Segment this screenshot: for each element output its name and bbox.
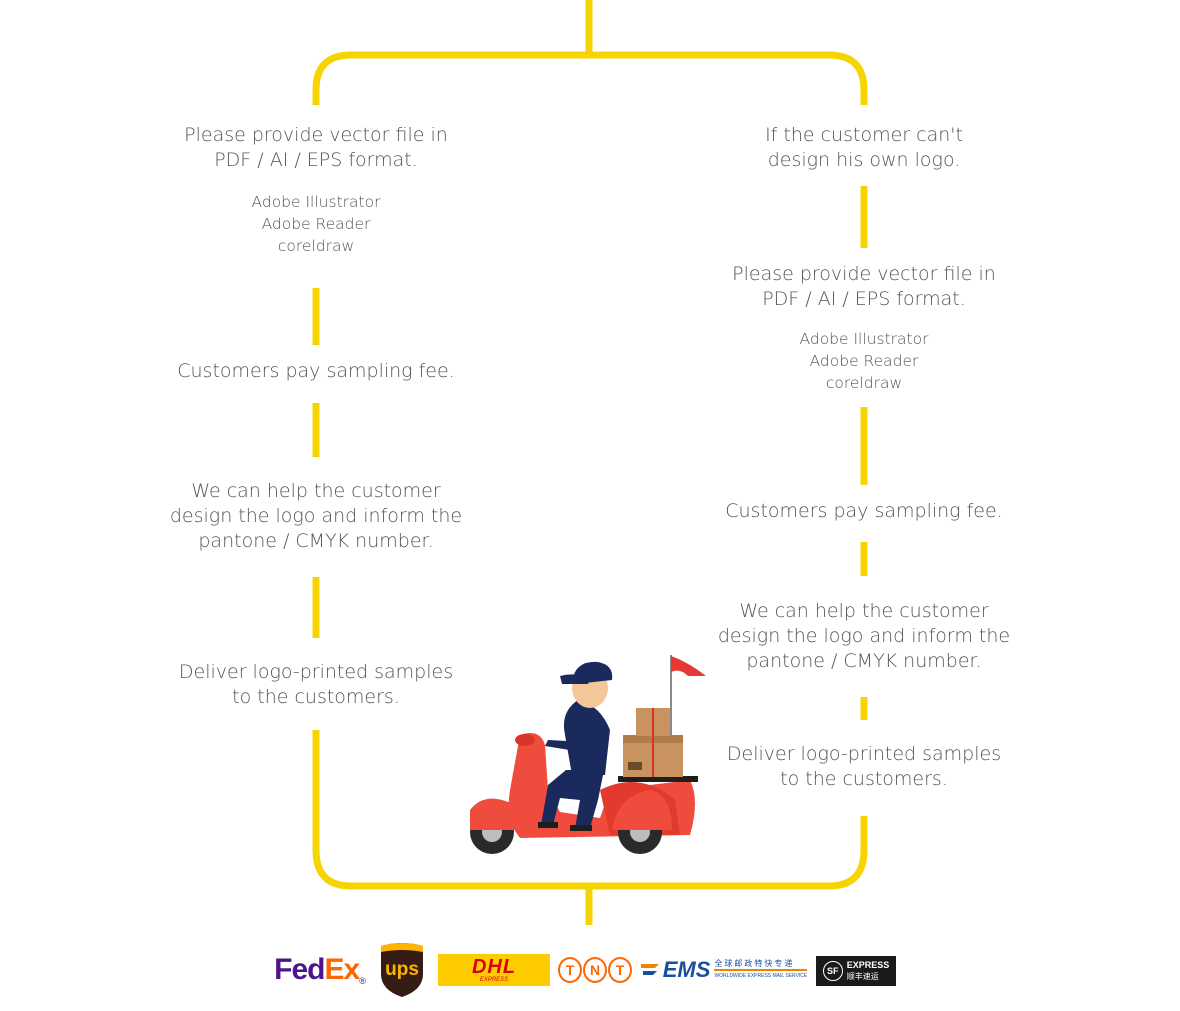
- tnt-letter: T: [608, 957, 632, 983]
- right-step3-line2: design the logo and inform the: [717, 625, 1011, 647]
- dhl-text: DHL: [471, 955, 517, 978]
- right-step2-line1: Customers pay sampling fee.: [725, 500, 1003, 522]
- sf-cn-text: 顺丰速运: [846, 972, 879, 981]
- right-step1-software-list: Adobe Illustrator Adobe Reader coreldraw: [714, 328, 1014, 394]
- right-step-pay-fee: Customers pay sampling fee.: [694, 499, 1034, 524]
- dhl-logo: DHL EXPRESS: [438, 954, 550, 986]
- right-step3-line3: pantone / CMYK number.: [746, 650, 982, 672]
- right-step-deliver: Deliver logo-printed samples to the cust…: [694, 742, 1034, 792]
- left-step-design-help: We can help the customer design the logo…: [146, 479, 486, 554]
- tnt-letter: T: [558, 957, 582, 983]
- left-step3-line1: We can help the customer: [191, 480, 441, 502]
- left-step2-line1: Customers pay sampling fee.: [177, 360, 455, 382]
- sf-mark: SF: [822, 961, 843, 981]
- sf-caption: EXPRESS 顺丰速运: [847, 960, 890, 982]
- ups-text: ups: [385, 959, 419, 980]
- left-step1-title: Please provide vector file in PDF / AI /…: [166, 123, 466, 173]
- right-step-cant-design: If the customer can't design his own log…: [694, 123, 1034, 173]
- right-step1-title: Please provide vector file in PDF / AI /…: [714, 262, 1014, 312]
- software-item: Adobe Illustrator: [251, 193, 381, 211]
- left-step1-software-list: Adobe Illustrator Adobe Reader coreldraw: [166, 191, 466, 257]
- right-step1-line2: PDF / AI / EPS format.: [762, 288, 966, 310]
- software-item: coreldraw: [825, 374, 903, 392]
- ems-text: EMS: [662, 957, 711, 982]
- fedex-fed: Fed: [274, 953, 325, 986]
- left-step4-line2: to the customers.: [232, 686, 400, 708]
- ems-sub: WORLDWIDE EXPRESS MAIL SERVICE: [714, 969, 808, 981]
- right-step0-line2: design his own logo.: [767, 149, 961, 171]
- ems-caption: 全球邮政特快专递 WORLDWIDE EXPRESS MAIL SERVICE: [714, 959, 808, 981]
- ups-logo: ups: [378, 942, 426, 998]
- right-step4-line2: to the customers.: [780, 768, 948, 790]
- left-step1-line1: Please provide vector file in: [184, 124, 448, 146]
- fedex-registered: ®: [359, 976, 366, 986]
- ems-logo: EMS 全球邮政特快专递 WORLDWIDE EXPRESS MAIL SERV…: [634, 942, 812, 998]
- sf-express-logo: SF EXPRESS 顺丰速运: [816, 956, 896, 986]
- ems-speed-stripes-icon: [640, 964, 659, 975]
- right-step4-line1: Deliver logo-printed samples: [726, 743, 1002, 765]
- tnt-logo: T N T: [558, 942, 632, 998]
- connector-lines: [312, 0, 868, 925]
- left-step1-line2: PDF / AI / EPS format.: [214, 149, 418, 171]
- ups-shield-icon: [381, 943, 423, 997]
- right-step-design-help: We can help the customer design the logo…: [694, 599, 1034, 674]
- left-step3-line2: design the logo and inform the: [169, 505, 463, 527]
- software-item: Adobe Reader: [809, 352, 919, 370]
- delivery-scooter-illustration: [470, 655, 706, 854]
- right-step0-line1: If the customer can't: [765, 124, 963, 146]
- ems-cn: 全球邮政特快专递: [714, 959, 795, 968]
- software-item: coreldraw: [277, 237, 355, 255]
- left-step-deliver: Deliver logo-printed samples to the cust…: [146, 660, 486, 710]
- right-step1-line1: Please provide vector file in: [732, 263, 996, 285]
- software-item: Adobe Illustrator: [799, 330, 929, 348]
- right-step3-line1: We can help the customer: [739, 600, 989, 622]
- left-step3-line3: pantone / CMYK number.: [198, 530, 434, 552]
- right-step-vector-file: Please provide vector file in PDF / AI /…: [714, 262, 1014, 394]
- tnt-letter: N: [583, 957, 607, 983]
- left-step-vector-file: Please provide vector file in PDF / AI /…: [166, 123, 466, 257]
- software-item: Adobe Reader: [261, 215, 371, 233]
- fedex-ex: Ex: [324, 953, 361, 986]
- left-step4-line1: Deliver logo-printed samples: [178, 661, 454, 683]
- sf-express-text: EXPRESS: [846, 960, 890, 970]
- dhl-sub: EXPRESS: [479, 976, 509, 983]
- left-step-pay-fee: Customers pay sampling fee.: [146, 359, 486, 384]
